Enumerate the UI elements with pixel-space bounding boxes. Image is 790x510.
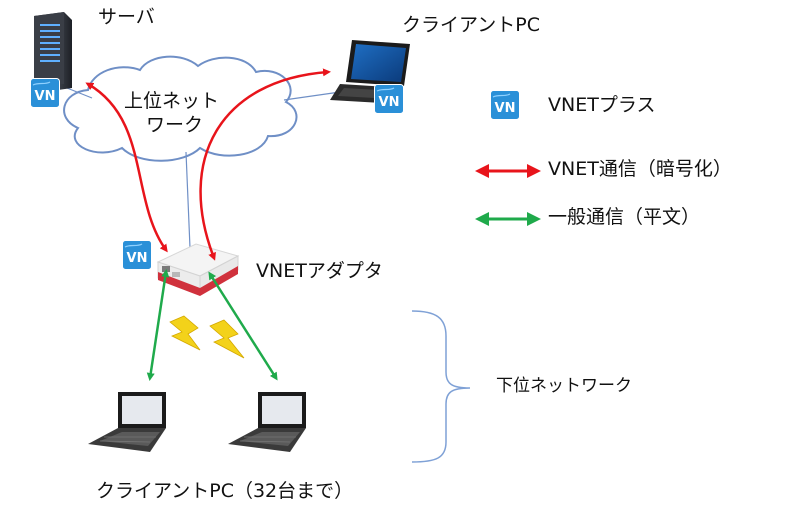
- client-pc-bottom-label: クライアントPC（32台まで）: [96, 480, 354, 502]
- vnet-plus-icon: VN: [122, 240, 152, 270]
- wireless-lightning-icon: [169, 315, 201, 351]
- plain-link-adapter-laptop-2: [208, 271, 278, 381]
- legend-vnet-plus-icon: VN: [490, 90, 520, 120]
- lower-network-label: 下位ネットワーク: [496, 376, 632, 396]
- vnet-badge-text: VN: [127, 251, 148, 266]
- upper-network-label-line1: 上位ネット: [124, 90, 220, 112]
- vnet-badge-text: VN: [495, 101, 516, 116]
- encrypted-link-pc-adapter: [199, 68, 331, 261]
- vnet-badge-text: VN: [379, 95, 400, 110]
- vnet-plus-icon: VN: [30, 78, 60, 108]
- vnet-badge-text: VN: [35, 89, 56, 104]
- legend-plain-label: 一般通信（平文）: [548, 206, 701, 228]
- server-icon: [34, 12, 72, 92]
- vnet-adapter-device-icon: [156, 243, 240, 296]
- lower-network-bracket: [411, 310, 471, 463]
- vnet-plus-icon: VN: [374, 84, 404, 114]
- client-pc-bottom-laptop-2-icon: [228, 392, 306, 452]
- server-label: サーバ: [98, 6, 155, 28]
- encrypted-link-server-adapter: [85, 82, 168, 253]
- legend-encrypted-label: VNET通信（暗号化）: [548, 158, 732, 180]
- client-pc-bottom-laptop-1-icon: [88, 392, 166, 452]
- adapter-uplink: [185, 151, 191, 249]
- plain-link-adapter-laptop-1: [146, 269, 170, 381]
- client-pc-top-label: クライアントPC: [402, 14, 540, 36]
- client-pc-top-laptop-icon: [330, 40, 410, 104]
- vnet-adapter-label: VNETアダプタ: [256, 260, 383, 282]
- upper-network-label-line2: ワーク: [146, 114, 204, 136]
- wireless-lightning-icon: [209, 319, 245, 359]
- legend-vnet-plus-label: VNETプラス: [548, 94, 656, 116]
